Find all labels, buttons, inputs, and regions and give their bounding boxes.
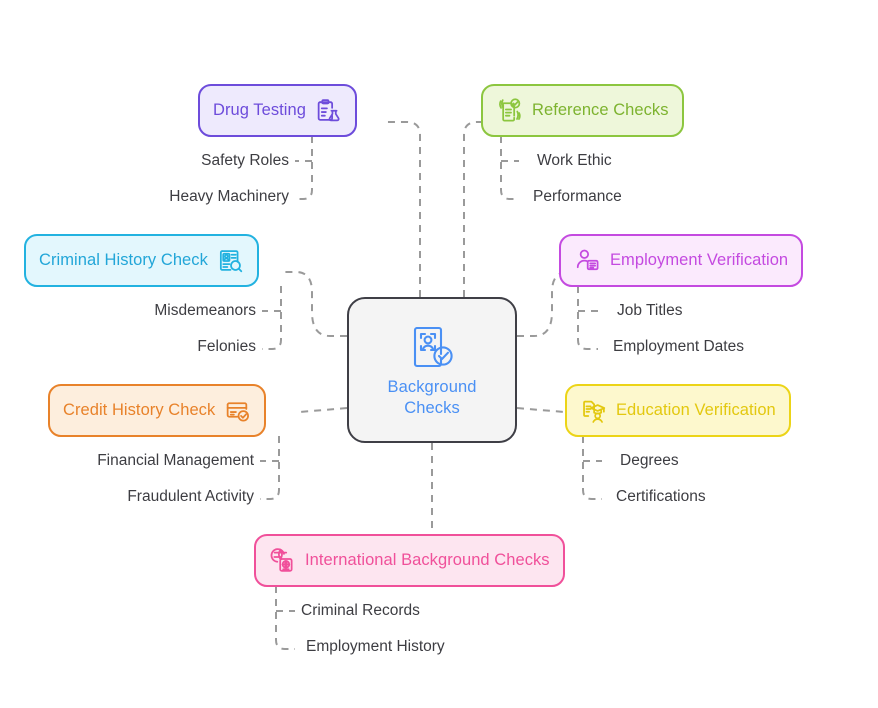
edge-center-criminal-history bbox=[284, 271, 347, 337]
credit-card-check-icon bbox=[224, 397, 251, 424]
sub-item-safety-roles: Safety Roles bbox=[201, 152, 289, 169]
clipboard-flask-icon bbox=[315, 97, 342, 124]
sub-item-fraudulent-activity: Fraudulent Activity bbox=[127, 488, 254, 505]
edge-center-reference-checks bbox=[463, 121, 492, 297]
edge-center-drug-testing bbox=[382, 121, 421, 297]
sub-item-felonies: Felonies bbox=[197, 338, 256, 355]
edge-credit-history-children bbox=[260, 436, 280, 500]
node-criminal-history-check-label: Criminal History Check bbox=[39, 251, 208, 269]
sub-item-performance: Performance bbox=[533, 188, 622, 205]
edge-reference-checks-children bbox=[500, 136, 519, 200]
node-education-verification[interactable]: Education Verification bbox=[565, 384, 791, 437]
edge-employment-verification-children bbox=[577, 286, 598, 350]
sub-item-heavy-machinery: Heavy Machinery bbox=[169, 188, 289, 205]
node-reference-checks[interactable]: Reference Checks bbox=[481, 84, 684, 137]
sub-item-work-ethic: Work Ethic bbox=[537, 152, 612, 169]
node-drug-testing-label: Drug Testing bbox=[213, 101, 306, 119]
node-international-background-checks[interactable]: International Background Checks bbox=[254, 534, 565, 587]
edge-international-children bbox=[275, 586, 295, 650]
node-drug-testing[interactable]: Drug Testing bbox=[198, 84, 357, 137]
sub-item-employment-dates: Employment Dates bbox=[613, 338, 744, 355]
node-international-background-checks-label: International Background Checks bbox=[305, 551, 550, 569]
node-employment-verification[interactable]: Employment Verification bbox=[559, 234, 804, 287]
diploma-graduate-icon bbox=[580, 397, 607, 424]
sub-item-certifications: Certifications bbox=[616, 488, 706, 505]
id-badge-search-icon bbox=[217, 247, 244, 274]
sub-item-misdemeanors: Misdemeanors bbox=[154, 302, 256, 319]
center-label-line1: Background bbox=[387, 378, 477, 396]
sub-item-employment-history: Employment History bbox=[306, 638, 445, 655]
node-credit-history-check[interactable]: Credit History Check bbox=[48, 384, 267, 437]
sub-item-criminal-records: Criminal Records bbox=[301, 602, 420, 619]
edge-education-verification-children bbox=[582, 436, 602, 500]
node-employment-verification-label: Employment Verification bbox=[610, 251, 789, 269]
node-credit-history-check-label: Credit History Check bbox=[63, 401, 216, 419]
edge-center-education-verification bbox=[516, 407, 565, 413]
edge-center-credit-history bbox=[299, 407, 348, 413]
edge-drug-testing-children bbox=[295, 136, 313, 200]
globe-passport-icon bbox=[269, 547, 296, 574]
node-reference-checks-label: Reference Checks bbox=[532, 101, 669, 119]
id-card-person-check-icon bbox=[406, 321, 458, 373]
hand-document-check-icon bbox=[496, 97, 523, 124]
node-criminal-history-check[interactable]: Criminal History Check bbox=[24, 234, 259, 287]
edge-criminal-history-children bbox=[262, 286, 282, 350]
center-node-label: Background Checks bbox=[387, 377, 476, 419]
node-education-verification-label: Education Verification bbox=[616, 401, 776, 419]
sub-item-degrees: Degrees bbox=[620, 452, 679, 469]
center-label-line2: Checks bbox=[404, 399, 460, 417]
center-node-background-checks[interactable]: Background Checks bbox=[347, 297, 517, 443]
sub-item-financial-management: Financial Management bbox=[97, 452, 254, 469]
sub-item-job-titles: Job Titles bbox=[617, 302, 683, 319]
person-document-icon bbox=[574, 247, 601, 274]
